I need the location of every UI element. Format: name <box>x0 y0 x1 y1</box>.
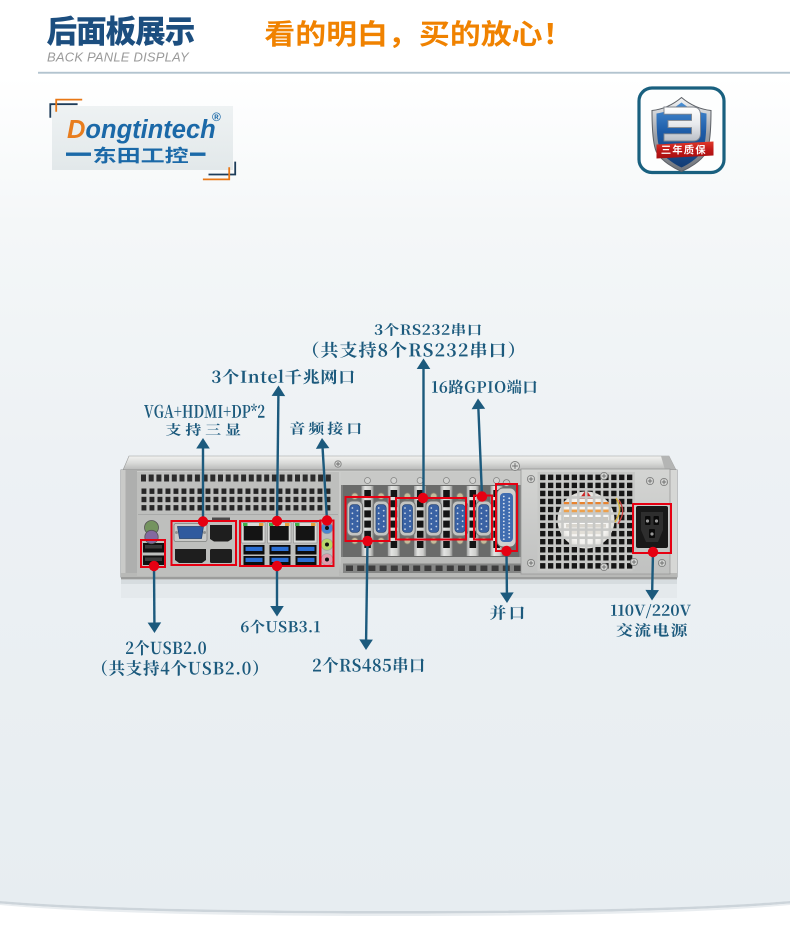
svg-text:®: ® <box>212 110 221 124</box>
svg-text:Dongtintech: Dongtintech <box>67 116 216 144</box>
svg-text:BACK PANLE DISPLAY: BACK PANLE DISPLAY <box>47 50 190 65</box>
